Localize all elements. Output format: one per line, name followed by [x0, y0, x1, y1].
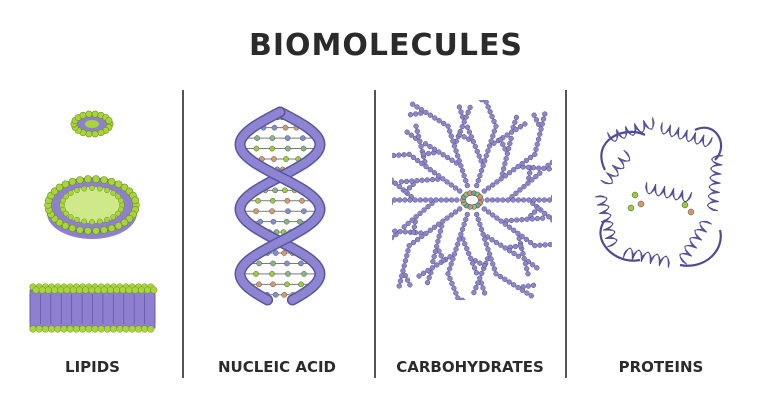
label-lipids: LIPIDS	[65, 358, 120, 376]
carbohydrate-illustration	[392, 100, 552, 300]
divider	[374, 90, 376, 378]
page-title: BIOMOLECULES	[248, 28, 524, 63]
protein-illustration	[595, 117, 724, 268]
divider	[182, 90, 184, 378]
bilayer-icon	[29, 283, 158, 333]
liposome-icon	[44, 175, 140, 239]
label-carbohydrates: CARBOHYDRATES	[396, 358, 544, 376]
label-proteins: PROTEINS	[618, 358, 704, 376]
lipids-illustration	[29, 110, 158, 333]
dna-helix-illustration	[234, 106, 326, 306]
divider	[565, 90, 567, 378]
label-nucleic-acid: NUCLEIC ACID	[217, 358, 336, 376]
micelle-icon	[70, 110, 114, 138]
